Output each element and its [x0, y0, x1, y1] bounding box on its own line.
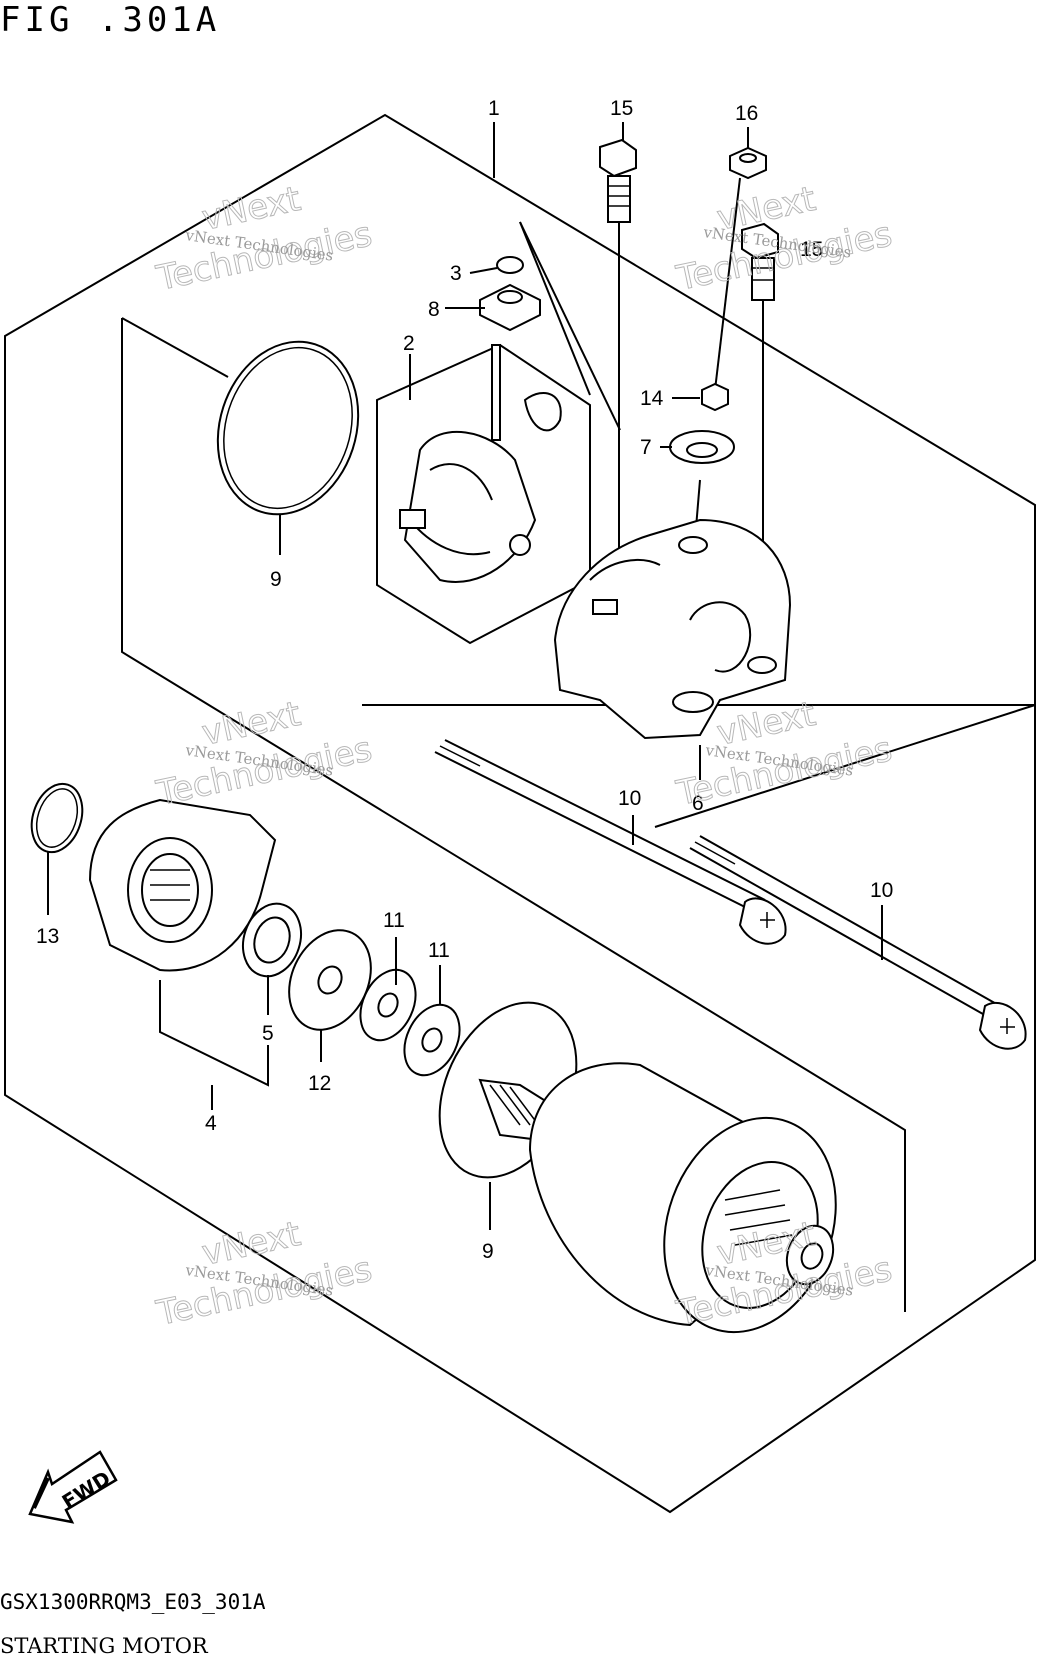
nut-14 — [701, 382, 729, 412]
callout-15-top: 15 — [610, 97, 633, 120]
washer-11b — [403, 1003, 461, 1077]
bolt-15-right — [741, 222, 779, 301]
watermark-mid-left: vNext Technologies vNext Technologies — [152, 694, 376, 815]
callout-9-lower: 9 — [482, 1240, 494, 1263]
front-housing — [88, 798, 277, 972]
oil-seal — [242, 902, 302, 978]
inner-boundary-top — [121, 317, 229, 378]
through-bolt-lower — [689, 835, 1027, 1050]
o-ring-13 — [30, 782, 84, 854]
callout-2: 2 — [403, 332, 415, 355]
front-housing-leader — [159, 980, 269, 1087]
callout-14: 14 — [640, 387, 664, 410]
terminal-plate — [479, 283, 541, 332]
callout-6: 6 — [692, 792, 704, 815]
callout-10-lower: 10 — [870, 879, 893, 902]
o-ring-top — [216, 340, 360, 516]
o-ring-small — [496, 256, 524, 274]
fwd-arrow-icon: FWD — [28, 1450, 118, 1524]
brush-group-line — [519, 221, 621, 431]
callout-10-upper: 10 — [618, 787, 641, 810]
callout-16: 16 — [735, 102, 758, 125]
callout-13: 13 — [36, 925, 59, 948]
figure-title: FIG .301A — [0, 0, 221, 40]
through-bolt-upper — [434, 739, 787, 945]
brush-group-line-2 — [519, 221, 591, 396]
inner-boundary-right — [362, 704, 1036, 828]
callout-8: 8 — [428, 298, 440, 321]
washer-7 — [669, 430, 735, 464]
diagram-caption: STARTING MOTOR — [0, 1634, 208, 1658]
o-ring-top-inner — [223, 346, 353, 510]
washer-11a — [359, 968, 417, 1042]
callout-11-left: 11 — [383, 909, 405, 932]
armature — [478, 1062, 837, 1334]
callout-7: 7 — [640, 436, 652, 459]
callout-11-right: 11 — [428, 939, 450, 962]
callout-3: 3 — [450, 262, 462, 285]
model-code: GSX1300RRQM3_E03_301A — [0, 1590, 266, 1614]
assembly-boundary — [4, 113, 1036, 1514]
watermark-bottom-left: vNext Technologies vNext Technologies — [152, 1214, 376, 1335]
bolt-15-left — [599, 138, 637, 223]
callout-4: 4 — [205, 1112, 217, 1135]
watermark-top-right: vNext Technologies vNext Technologies — [672, 179, 896, 300]
end-housing — [553, 518, 792, 740]
inner-boundary-upper — [121, 318, 906, 1312]
brush-holder — [399, 344, 562, 583]
callout-1: 1 — [488, 97, 500, 120]
callout-15-right: 15 — [800, 238, 823, 261]
callout-9-top: 9 — [270, 568, 282, 591]
callout-12: 12 — [308, 1072, 331, 1095]
callout-5: 5 — [262, 1022, 274, 1045]
watermark-top-left: vNext Technologies vNext Technologies — [152, 179, 376, 300]
